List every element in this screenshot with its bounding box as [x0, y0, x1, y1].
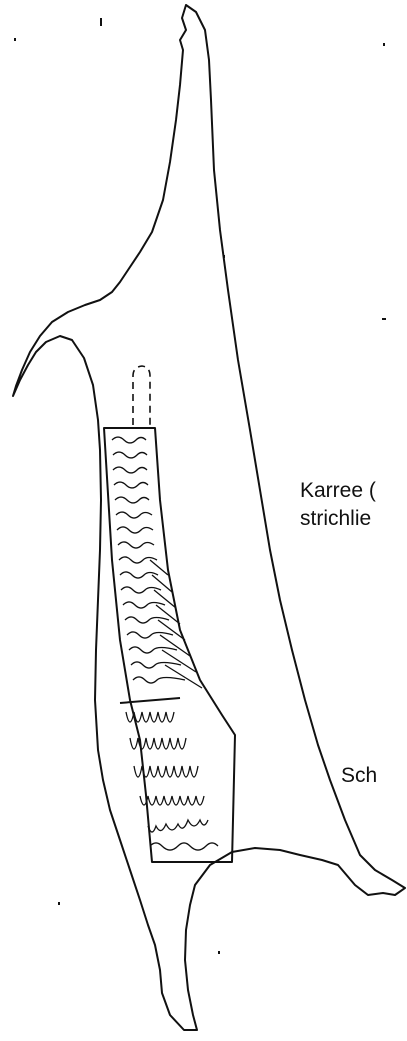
karree-region [104, 428, 235, 862]
schulter-label: Sch [341, 765, 377, 786]
karree-label-line2: strichlie [300, 508, 371, 529]
karree-label-line1: Karree ( [300, 480, 376, 501]
lower-loop-pattern [126, 712, 218, 850]
dashed-extension [133, 366, 150, 425]
